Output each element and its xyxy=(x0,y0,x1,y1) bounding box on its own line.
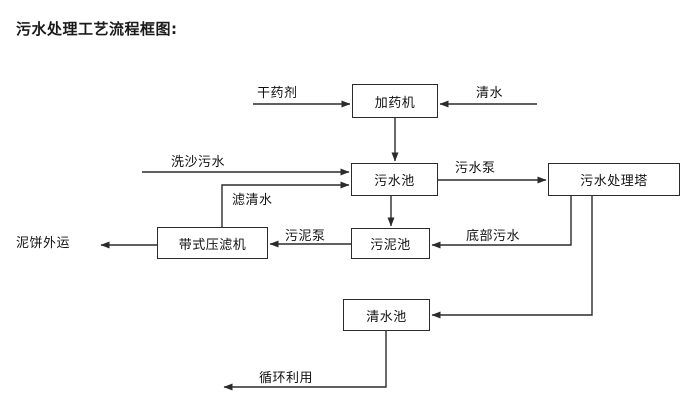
edge-bottom-sewage-to-sludge xyxy=(431,196,572,249)
edge-label-filtrate-water: 滤清水 xyxy=(232,193,273,208)
edge-label-clean-water-in: 清水 xyxy=(476,86,504,101)
node-label: 污水处理塔 xyxy=(580,174,648,189)
page-title: 污水处理工艺流程框图: xyxy=(16,20,178,38)
edge-tower-to-clean-water-pool xyxy=(431,196,593,319)
edge-label-mud-cake-out: 泥饼外运 xyxy=(16,236,71,251)
edge-label-dry-agent: 干药剂 xyxy=(257,86,298,101)
edge-label-sewage-pump: 污水泵 xyxy=(455,161,496,176)
node-label: 污泥池 xyxy=(370,238,411,253)
edge-label-sand-wash-sewage: 洗沙污水 xyxy=(171,155,226,170)
node-label: 加药机 xyxy=(374,95,416,111)
edge-label-sludge-pump: 污泥泵 xyxy=(285,229,326,244)
node-clean-water-pool[interactable]: 清水池 xyxy=(343,299,430,331)
node-label: 污水池 xyxy=(374,174,415,189)
node-label: 带式压滤机 xyxy=(178,237,247,253)
node-dosing-machine[interactable]: 加药机 xyxy=(352,84,438,118)
node-treatment-tower[interactable]: 污水处理塔 xyxy=(548,163,680,196)
edge-filtrate-to-sewage-pool xyxy=(221,181,350,227)
node-sewage-pool[interactable]: 污水池 xyxy=(351,163,438,196)
node-label: 清水池 xyxy=(366,309,407,325)
node-sludge-pool[interactable]: 污泥池 xyxy=(351,228,430,259)
node-belt-filter-press[interactable]: 带式压滤机 xyxy=(157,227,268,259)
edge-label-recycle-use: 循环利用 xyxy=(259,371,314,386)
edge-label-bottom-sewage: 底部污水 xyxy=(466,229,521,244)
edge-clean-water-recycle xyxy=(223,331,387,391)
